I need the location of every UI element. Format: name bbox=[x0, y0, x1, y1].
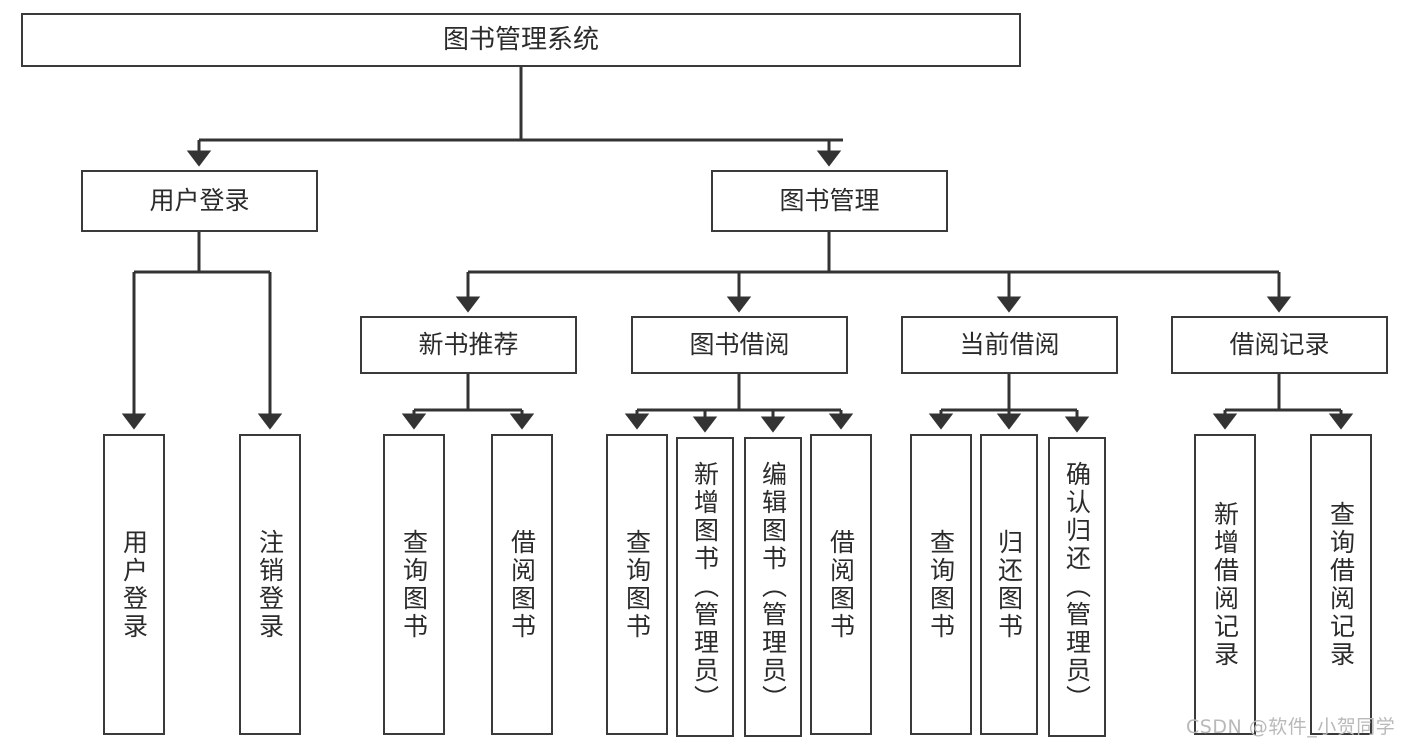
node-leaf-user-login[interactable]: 用户登录 bbox=[103, 434, 165, 735]
node-leaf-borrow-book-1[interactable]: 借阅图书 bbox=[491, 434, 553, 735]
node-current-borrow[interactable]: 当前借阅 bbox=[901, 316, 1118, 374]
node-leaf-confirm-return[interactable]: 确认归还（管理员） bbox=[1048, 437, 1106, 737]
node-borrow-record[interactable]: 借阅记录 bbox=[1171, 316, 1388, 374]
node-user-login[interactable]: 用户登录 bbox=[81, 170, 318, 232]
node-leaf-borrow-book-2[interactable]: 借阅图书 bbox=[810, 434, 872, 735]
node-leaf-query-record[interactable]: 查询借阅记录 bbox=[1310, 434, 1372, 735]
node-label: 图书管理系统 bbox=[442, 24, 599, 55]
watermark: CSDN @软件_小贺同学 bbox=[1186, 716, 1396, 738]
node-label: 用户登录 bbox=[119, 528, 149, 641]
node-leaf-query-book-2[interactable]: 查询图书 bbox=[606, 434, 668, 735]
node-label: 新书推荐 bbox=[418, 330, 519, 360]
node-leaf-edit-book[interactable]: 编辑图书（管理员） bbox=[744, 437, 802, 737]
node-leaf-query-book-1[interactable]: 查询图书 bbox=[383, 434, 445, 735]
node-label: 用户登录 bbox=[149, 186, 250, 216]
node-leaf-logout[interactable]: 注销登录 bbox=[239, 434, 301, 735]
node-label: 确认归还（管理员） bbox=[1062, 461, 1092, 713]
node-label: 查询图书 bbox=[926, 528, 956, 641]
node-label: 借阅记录 bbox=[1229, 330, 1330, 360]
node-label: 归还图书 bbox=[994, 528, 1024, 641]
node-label: 注销登录 bbox=[255, 528, 285, 641]
node-leaf-add-record[interactable]: 新增借阅记录 bbox=[1194, 434, 1256, 735]
node-leaf-add-book[interactable]: 新增图书（管理员） bbox=[676, 437, 734, 737]
node-new-book-recommend[interactable]: 新书推荐 bbox=[360, 316, 577, 374]
node-label: 编辑图书（管理员） bbox=[758, 461, 788, 713]
node-label: 查询图书 bbox=[399, 528, 429, 641]
node-label: 查询借阅记录 bbox=[1326, 500, 1356, 669]
node-leaf-query-book-3[interactable]: 查询图书 bbox=[910, 434, 972, 735]
node-label: 借阅图书 bbox=[826, 528, 856, 641]
node-label: 借阅图书 bbox=[507, 528, 537, 641]
node-label: 图书管理 bbox=[779, 186, 880, 216]
node-label: 查询图书 bbox=[622, 528, 652, 641]
node-root-system[interactable]: 图书管理系统 bbox=[21, 13, 1021, 67]
node-book-management[interactable]: 图书管理 bbox=[711, 170, 948, 232]
node-label: 新增图书（管理员） bbox=[690, 461, 720, 713]
node-label: 新增借阅记录 bbox=[1210, 500, 1240, 669]
node-book-borrow[interactable]: 图书借阅 bbox=[631, 316, 848, 374]
node-label: 图书借阅 bbox=[689, 330, 790, 360]
node-leaf-return-book[interactable]: 归还图书 bbox=[980, 434, 1038, 735]
node-label: 当前借阅 bbox=[959, 330, 1060, 360]
